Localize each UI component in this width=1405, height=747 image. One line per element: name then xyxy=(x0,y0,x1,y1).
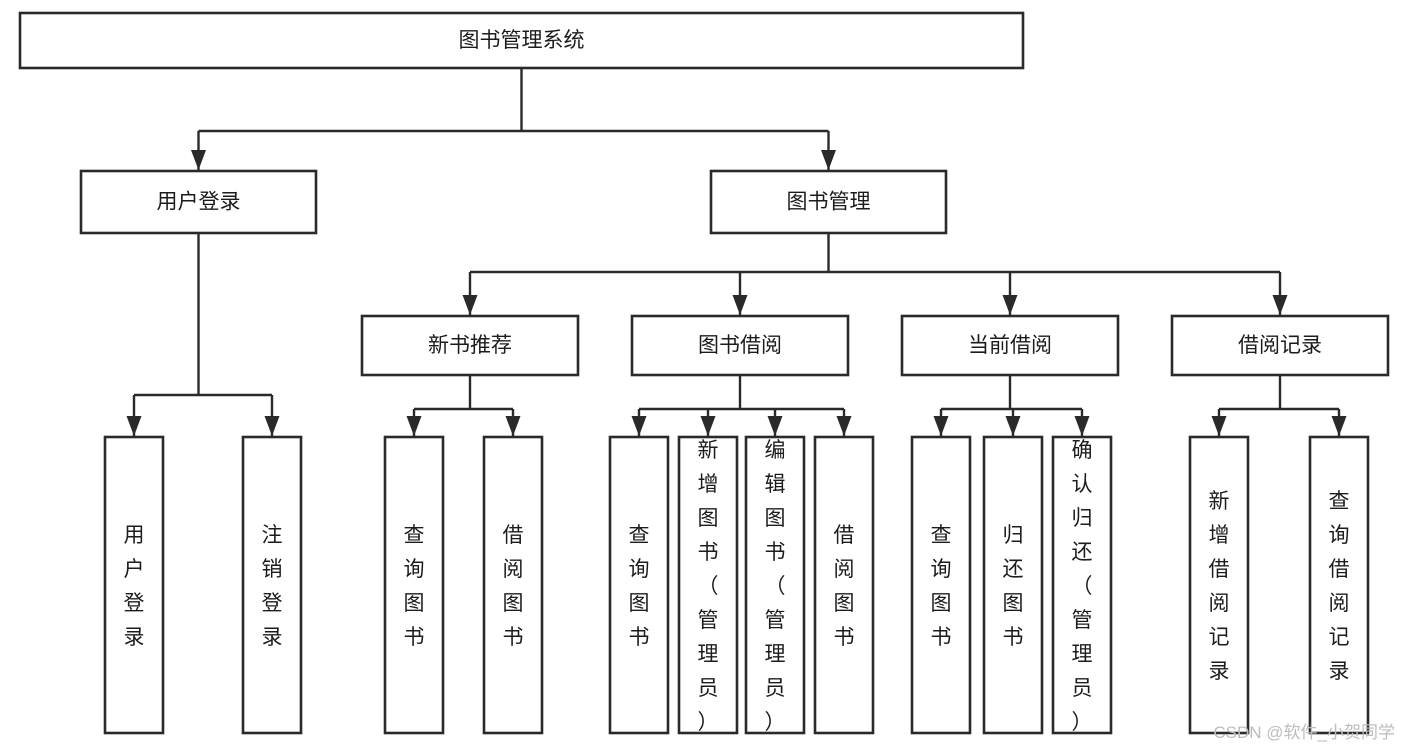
node-leaf-12-label: 查询借阅记录 xyxy=(1329,490,1350,683)
borrow-record-to-leaves-arrow-0 xyxy=(1211,416,1227,436)
node-leaf-0-rect[interactable] xyxy=(103,435,165,735)
book-mgmt-to-level3-arrow-3 xyxy=(1272,295,1288,315)
node-level3-2[interactable]: 当前借阅 xyxy=(900,314,1120,377)
current-borrow-to-leaves-arrow-0 xyxy=(933,416,949,436)
node-level2-1-rect[interactable] xyxy=(709,169,948,235)
node-leaf-3-label: 借阅图书 xyxy=(503,524,524,649)
node-root-system[interactable]: 图书管理系统 xyxy=(18,11,1025,70)
node-leaf-10-label: 确认归还（管理员） xyxy=(1072,439,1093,734)
node-leaf-6-label: 编辑图书（管理员） xyxy=(765,439,786,734)
node-leaf-3[interactable]: 借阅图书 xyxy=(482,435,544,735)
node-level2-1[interactable]: 图书管理 xyxy=(709,169,948,235)
node-leaf-4[interactable]: 查询图书 xyxy=(608,435,670,735)
node-level2-1-label: 图书管理 xyxy=(787,191,871,214)
current-borrow-to-leaves-arrow-2 xyxy=(1074,416,1090,436)
book-mgmt-to-level3-arrow-2 xyxy=(1002,295,1018,315)
node-leaf-1[interactable]: 注销登录 xyxy=(241,435,303,735)
node-leaf-0[interactable]: 用户登录 xyxy=(103,435,165,735)
node-level2-0-rect[interactable] xyxy=(79,169,318,235)
node-level2-0-label: 用户登录 xyxy=(157,191,241,214)
node-leaf-12-rect[interactable] xyxy=(1308,435,1370,735)
node-leaf-9-label: 归还图书 xyxy=(1003,524,1024,649)
node-layer: 图书管理系统用户登录图书管理新书推荐图书借阅当前借阅借阅记录用户登录注销登录查询… xyxy=(18,11,1390,735)
book-borrow-to-leaves-arrow-3 xyxy=(836,416,852,436)
book-borrow-to-leaves-arrow-0 xyxy=(631,416,647,436)
node-level3-0-label: 新书推荐 xyxy=(428,334,512,357)
connector-layer xyxy=(126,68,1347,436)
node-leaf-10-rect[interactable] xyxy=(1051,435,1113,735)
node-leaf-5-label: 新增图书（管理员） xyxy=(698,439,719,734)
node-leaf-4-label: 查询图书 xyxy=(629,524,650,649)
node-leaf-11[interactable]: 新增借阅记录 xyxy=(1188,435,1250,735)
node-level2-0[interactable]: 用户登录 xyxy=(79,169,318,235)
root-to-level2-arrow-1 xyxy=(821,150,836,170)
node-root-system-label: 图书管理系统 xyxy=(459,29,585,52)
node-leaf-1-label: 注销登录 xyxy=(262,524,283,649)
node-leaf-12[interactable]: 查询借阅记录 xyxy=(1308,435,1370,735)
node-leaf-1-rect[interactable] xyxy=(241,435,303,735)
node-leaf-10[interactable]: 确认归还（管理员） xyxy=(1051,435,1113,735)
node-root-system-rect[interactable] xyxy=(18,11,1025,70)
book-mgmt-to-level3-arrow-0 xyxy=(462,295,478,315)
node-level3-3-label: 借阅记录 xyxy=(1238,334,1322,357)
new-book-to-leaves-arrow-1 xyxy=(505,416,521,436)
node-leaf-5[interactable]: 新增图书（管理员） xyxy=(677,435,739,735)
node-leaf-0-label: 用户登录 xyxy=(124,524,145,649)
node-leaf-9[interactable]: 归还图书 xyxy=(982,435,1044,735)
node-level3-1-label: 图书借阅 xyxy=(698,334,782,357)
node-leaf-8[interactable]: 查询图书 xyxy=(910,435,972,735)
node-leaf-7-rect[interactable] xyxy=(813,435,875,735)
borrow-record-to-leaves-arrow-1 xyxy=(1331,416,1347,436)
node-leaf-7[interactable]: 借阅图书 xyxy=(813,435,875,735)
node-leaf-8-rect[interactable] xyxy=(910,435,972,735)
node-leaf-7-label: 借阅图书 xyxy=(834,524,855,649)
book-borrow-to-leaves-arrow-2 xyxy=(767,416,783,436)
node-level3-3-rect[interactable] xyxy=(1170,314,1390,377)
node-leaf-3-rect[interactable] xyxy=(482,435,544,735)
node-leaf-11-label: 新增借阅记录 xyxy=(1209,490,1230,683)
current-borrow-to-leaves-arrow-1 xyxy=(1005,416,1021,436)
book-borrow-to-leaves-arrow-1 xyxy=(700,416,716,436)
node-level3-3[interactable]: 借阅记录 xyxy=(1170,314,1390,377)
node-leaf-8-label: 查询图书 xyxy=(931,524,952,649)
user-login-to-leaves-arrow-1 xyxy=(264,416,280,436)
new-book-to-leaves-arrow-0 xyxy=(406,416,422,436)
node-leaf-2-label: 查询图书 xyxy=(404,524,425,649)
node-leaf-5-rect[interactable] xyxy=(677,435,739,735)
node-leaf-4-rect[interactable] xyxy=(608,435,670,735)
book-mgmt-to-level3-arrow-1 xyxy=(732,295,748,315)
node-level3-0-rect[interactable] xyxy=(360,314,580,377)
node-level3-1-rect[interactable] xyxy=(630,314,850,377)
node-level3-2-rect[interactable] xyxy=(900,314,1120,377)
node-level3-1[interactable]: 图书借阅 xyxy=(630,314,850,377)
node-leaf-11-rect[interactable] xyxy=(1188,435,1250,735)
node-leaf-2-rect[interactable] xyxy=(383,435,445,735)
node-leaf-6[interactable]: 编辑图书（管理员） xyxy=(744,435,806,735)
node-level3-2-label: 当前借阅 xyxy=(968,334,1052,357)
user-login-to-leaves-arrow-0 xyxy=(126,416,142,436)
root-to-level2-arrow-0 xyxy=(191,150,206,170)
node-leaf-9-rect[interactable] xyxy=(982,435,1044,735)
node-level3-0[interactable]: 新书推荐 xyxy=(360,314,580,377)
node-leaf-2[interactable]: 查询图书 xyxy=(383,435,445,735)
node-leaf-6-rect[interactable] xyxy=(744,435,806,735)
